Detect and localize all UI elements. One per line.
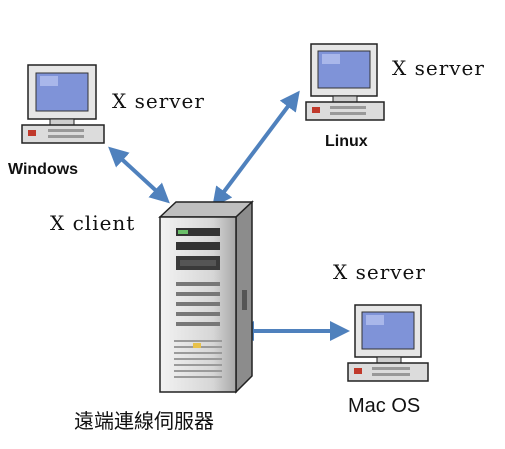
computer-mac-icon [347,304,429,382]
x-server-windows-label: X server [112,89,205,113]
x-server-linux-label: X server [392,56,485,80]
arrow-windows-server [108,146,170,204]
computer-linux-icon [305,43,385,121]
linux-label: Linux [325,133,368,150]
mac-label: Mac OS [348,395,421,417]
x-server-mac-label: X server [333,260,426,284]
arrow-linux-server [212,90,300,208]
windows-label: Windows [8,161,79,178]
server-caption: 遠端連線伺服器 [74,409,214,433]
server-tower-icon [158,200,254,394]
x-client-label: X client [50,211,136,235]
computer-windows-icon [21,64,105,144]
